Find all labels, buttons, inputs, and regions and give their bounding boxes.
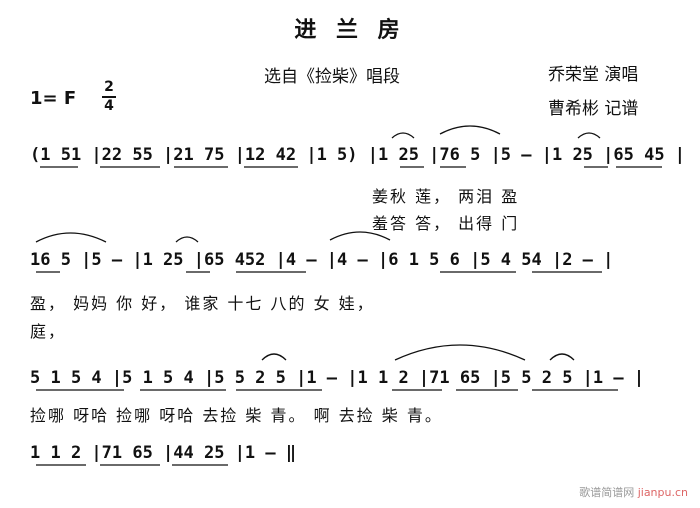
system-1-notes: (1 51 |22 55 |21 75 |12 42 |1 5) |1 25 |… (30, 145, 686, 165)
time-signature: 2 4 (102, 80, 116, 114)
time-denominator: 4 (104, 98, 114, 114)
song-title: 进 兰 房 (294, 18, 406, 43)
slur (329, 231, 391, 241)
watermark-text-url: jianpu.cn (637, 486, 688, 499)
system-1-lyric-1: 姜秋 莲， 两泪 盈 (372, 187, 520, 206)
time-signature-bar (102, 96, 116, 98)
slur (35, 232, 107, 243)
system-1-lyric-2: 羞答 答， 出得 门 (372, 214, 520, 233)
system-2-lyric-2: 庭， (30, 322, 67, 341)
slur (391, 132, 415, 139)
key-signature: 1= F (30, 88, 77, 109)
watermark-text-cn: 歌谱简谱网 (579, 486, 635, 499)
system-4-notes: 1 1 2 |71 65 |44 25 |1 — ‖ (30, 443, 297, 463)
transcriber-credit: 曹希彬 记谱 (548, 99, 639, 119)
system-2-notes: 16 5 |5 — |1 25 |65 452 |4 — |4 — |6 1 5… (30, 250, 614, 270)
system-3-lyric-1: 捡哪 呀哈 捡哪 呀哈 去捡 柴 青。 啊 去捡 柴 青。 (30, 406, 443, 425)
system-3-notes: 5 1 5 4 |5 1 5 4 |5 5 2 5 |1 — |1 1 2 |7… (30, 368, 645, 388)
system-2-lyric-1: 盈， 妈妈 你 好， 谁家 十七 八的 女 娃， (30, 294, 375, 313)
slur (439, 125, 501, 135)
slur (549, 353, 575, 361)
performer-credit: 乔荣堂 演唱 (548, 65, 639, 85)
watermark: 歌谱简谱网 jianpu.cn (579, 484, 688, 500)
slur (261, 353, 287, 361)
time-numerator: 2 (104, 79, 114, 95)
slur (394, 344, 526, 361)
slur (175, 236, 199, 243)
subtitle: 选自《捡柴》唱段 (264, 67, 400, 87)
slur (577, 132, 601, 139)
